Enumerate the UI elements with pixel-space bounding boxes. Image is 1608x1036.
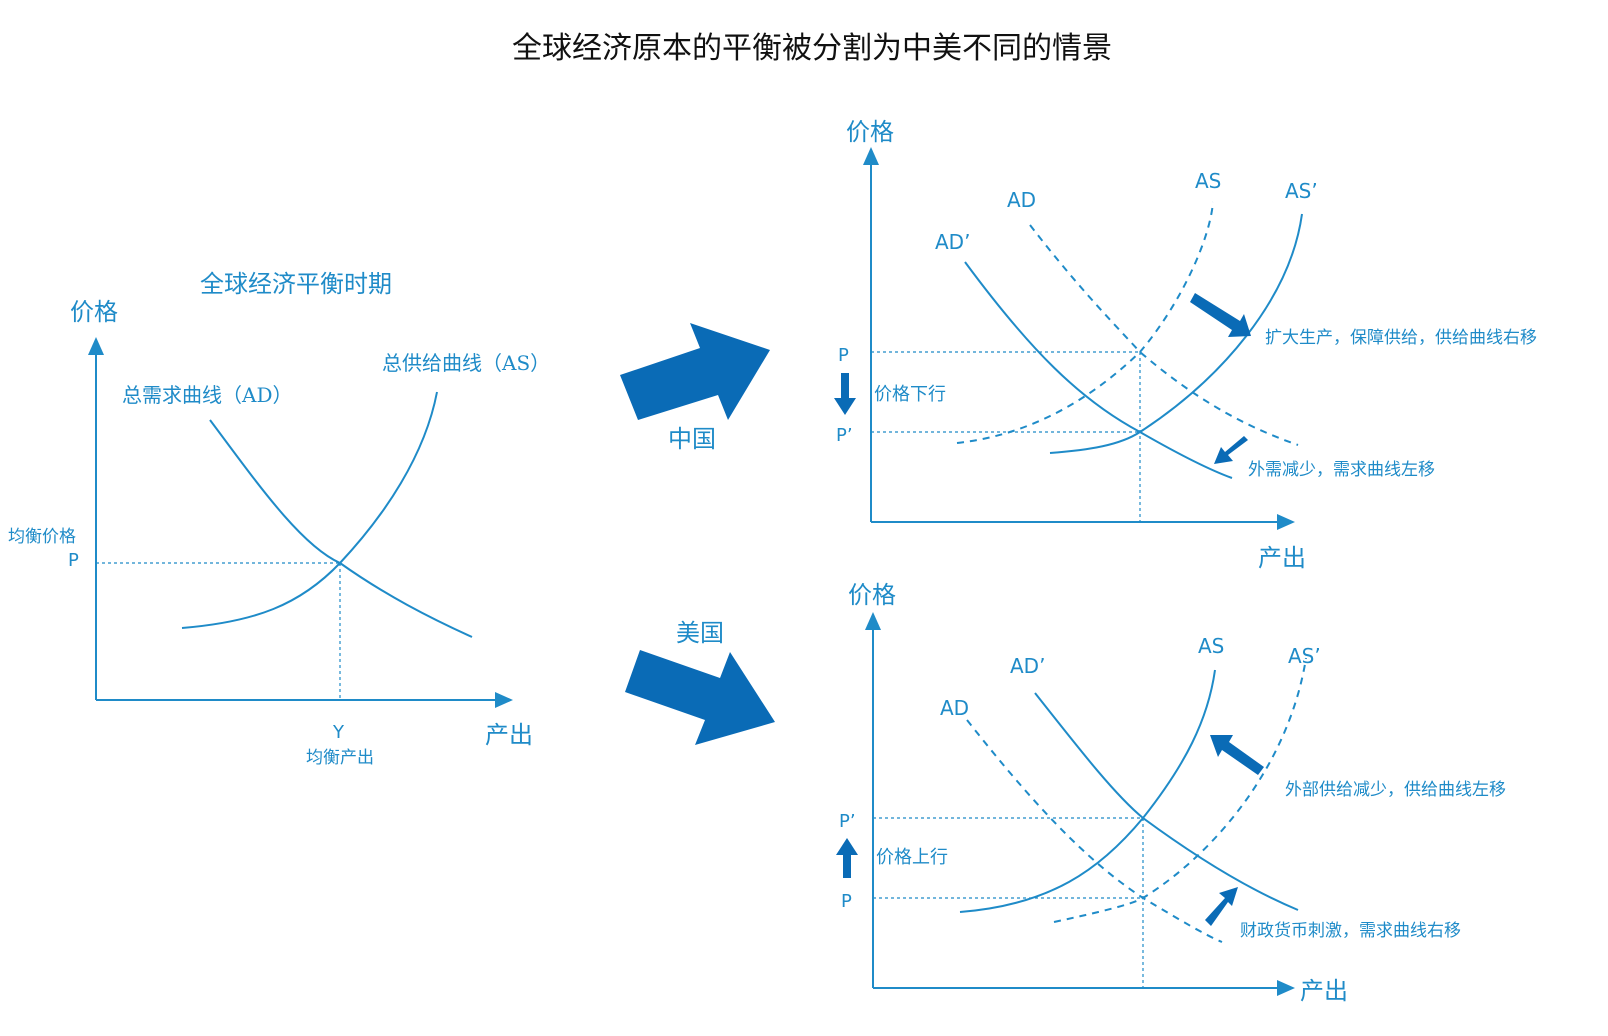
- china-supply-note: 扩大生产，保障供给，供给曲线右移: [1265, 328, 1537, 348]
- us-y-axis-label: 价格: [848, 581, 896, 609]
- us-ad-label: AD: [940, 696, 969, 720]
- china-y-axis-label: 价格: [846, 118, 894, 146]
- china-ad-label: AD: [1007, 188, 1036, 212]
- china-price-move: 价格下行: [874, 384, 946, 405]
- price-down-icon: [834, 373, 856, 415]
- china-ad-new-curve: [964, 261, 1233, 479]
- us-as-curve: [1053, 657, 1307, 923]
- china-ad-curve: [1029, 224, 1299, 446]
- us-as-new-label: AS’: [1288, 644, 1321, 668]
- us-supply-shift-arrow-icon: [1210, 735, 1264, 775]
- us-ad-curve: [966, 719, 1223, 943]
- global-x-axis-label: 产出: [485, 721, 533, 749]
- china-x-axis-label: 产出: [1258, 544, 1306, 572]
- china-ad-new-label: AD’: [935, 230, 970, 254]
- china-p-new-label: P’: [836, 425, 853, 446]
- china-p-label: P: [838, 345, 849, 366]
- global-output-symbol: Y: [332, 722, 345, 743]
- china-arrow-label: 中国: [668, 425, 716, 453]
- global-output-name: 均衡产出: [306, 748, 374, 768]
- china-arrow-icon: [620, 323, 770, 420]
- china-supply-shift-arrow-icon: [1190, 293, 1251, 337]
- us-demand-note: 财政货币刺激，需求曲线右移: [1240, 921, 1461, 941]
- global-panel: 全球经济平衡时期 价格 产出 总需求曲线（AD） 总供给曲线（AS） 均衡价格 …: [8, 270, 550, 768]
- global-ad-label: 总需求曲线（AD）: [122, 383, 292, 407]
- us-ad-new-curve: [1034, 692, 1299, 911]
- price-up-icon: [836, 838, 858, 878]
- global-price-name: 均衡价格: [8, 527, 76, 547]
- us-panel: 价格 产出 AD AD’ AS AS’ P’ P 价格上行 外部供给减少，供给曲…: [836, 581, 1506, 1005]
- china-panel: 价格 产出 AD AD’ AS AS’ P P’ 价格下行 扩大生产，保障供给，…: [834, 118, 1537, 572]
- us-p-label: P: [841, 891, 852, 912]
- us-arrow-icon: [625, 650, 775, 745]
- china-as-new-label: AS’: [1285, 179, 1318, 203]
- global-as-label: 总供给曲线（AS）: [382, 351, 550, 375]
- global-as-curve: [181, 391, 438, 629]
- main-title: 全球经济原本的平衡被分割为中美不同的情景: [512, 31, 1112, 66]
- us-as-label: AS: [1198, 634, 1224, 658]
- us-as-new-curve: [959, 669, 1216, 913]
- us-demand-shift-arrow-icon: [1205, 887, 1238, 926]
- china-as-label: AS: [1195, 169, 1221, 193]
- china-as-new-curve: [1049, 213, 1303, 454]
- us-supply-note: 外部供给减少，供给曲线左移: [1285, 780, 1506, 800]
- global-y-axis-label: 价格: [70, 298, 118, 326]
- us-p-new-label: P’: [839, 811, 856, 832]
- us-x-axis-label: 产出: [1300, 977, 1348, 1005]
- china-demand-note: 外需减少，需求曲线左移: [1248, 460, 1435, 480]
- us-ad-new-label: AD’: [1010, 654, 1045, 678]
- global-price-symbol: P: [68, 550, 79, 571]
- global-ad-curve: [209, 419, 473, 638]
- china-demand-shift-arrow-icon: [1214, 436, 1248, 464]
- us-price-move: 价格上行: [876, 847, 948, 868]
- us-arrow-label: 美国: [676, 619, 724, 647]
- global-heading: 全球经济平衡时期: [200, 270, 392, 298]
